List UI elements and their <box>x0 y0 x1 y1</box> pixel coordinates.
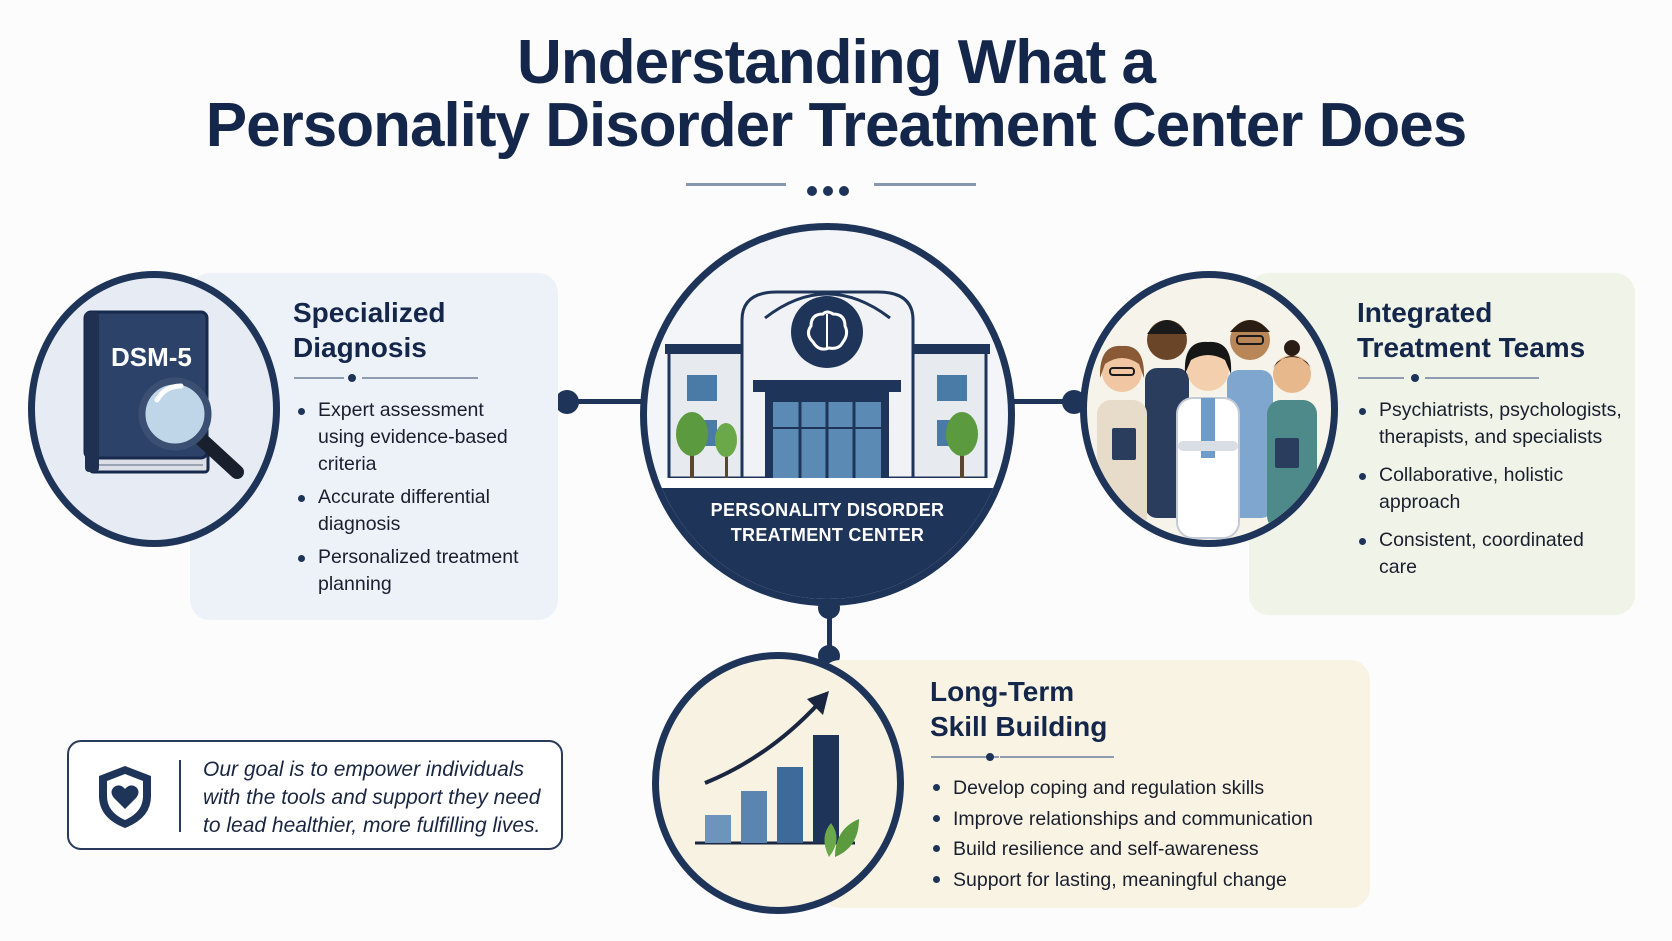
center-circle: PERSONALITY DISORDER TREATMENT CENTER <box>640 223 1015 606</box>
magnifier-icon <box>138 377 244 479</box>
shield-heart-icon <box>99 766 151 828</box>
growth-chart-icon <box>695 691 859 857</box>
connector-left <box>566 399 644 404</box>
diagnosis-circle: DSM-5 <box>28 271 280 547</box>
skills-title-line2: Skill Building <box>930 711 1108 742</box>
goal-quote-line2: with the tools and support they need <box>203 786 541 809</box>
list-item: Build resilience and self-awareness <box>931 834 1361 865</box>
teams-title: Integrated Treatment Teams <box>1357 295 1585 365</box>
skills-panel: Long-Term Skill Building Develop coping … <box>820 660 1370 908</box>
list-item: Improve relationships and communication <box>931 804 1361 835</box>
center-label-line1: PERSONALITY DISORDER <box>710 500 945 520</box>
skills-bullets: Develop coping and regulation skills Imp… <box>931 773 1361 895</box>
book-label: DSM-5 <box>111 342 192 372</box>
goal-quote-line3: to lead healthier, more fulfilling lives… <box>203 814 541 837</box>
diagnosis-title-line1: Specialized <box>293 297 446 328</box>
connector-left-knob <box>555 390 579 414</box>
page-title-line2: Personality Disorder Treatment Center Do… <box>205 91 1467 160</box>
skills-title: Long-Term Skill Building <box>930 674 1107 744</box>
connector-bottom <box>827 600 832 655</box>
teams-title-line1: Integrated <box>1357 297 1493 328</box>
goal-quote-text: Our goal is to empower individuals with … <box>203 756 553 840</box>
book-icon: DSM-5 <box>83 310 244 479</box>
skills-circle <box>652 652 904 914</box>
diagnosis-title-line2: Diagnosis <box>293 332 427 363</box>
building-icon <box>647 290 1008 599</box>
skills-title-line1: Long-Term <box>930 676 1075 707</box>
list-item: Psychiatrists, psychologists,therapists,… <box>1357 397 1627 451</box>
diagnosis-title: Specialized Diagnosis <box>293 295 446 365</box>
teams-title-line2: Treatment Teams <box>1357 332 1586 363</box>
goal-quote-box: Our goal is to empower individuals with … <box>67 740 563 850</box>
center-label-line2: TREATMENT CENTER <box>730 525 925 545</box>
center-label: PERSONALITY DISORDER TREATMENT CENTER <box>647 498 1008 548</box>
list-item: Develop coping and regulation skills <box>931 773 1361 804</box>
teams-circle <box>1080 271 1338 547</box>
goal-quote-line1: Our goal is to empower individuals <box>203 758 524 781</box>
connector-right <box>1012 399 1074 404</box>
list-item: Support for lasting, meaningful change <box>931 865 1361 896</box>
team-icon <box>1097 320 1317 539</box>
page-title-line1: Understanding What a <box>517 28 1156 97</box>
teams-bullets: Psychiatrists, psychologists,therapists,… <box>1357 397 1627 581</box>
